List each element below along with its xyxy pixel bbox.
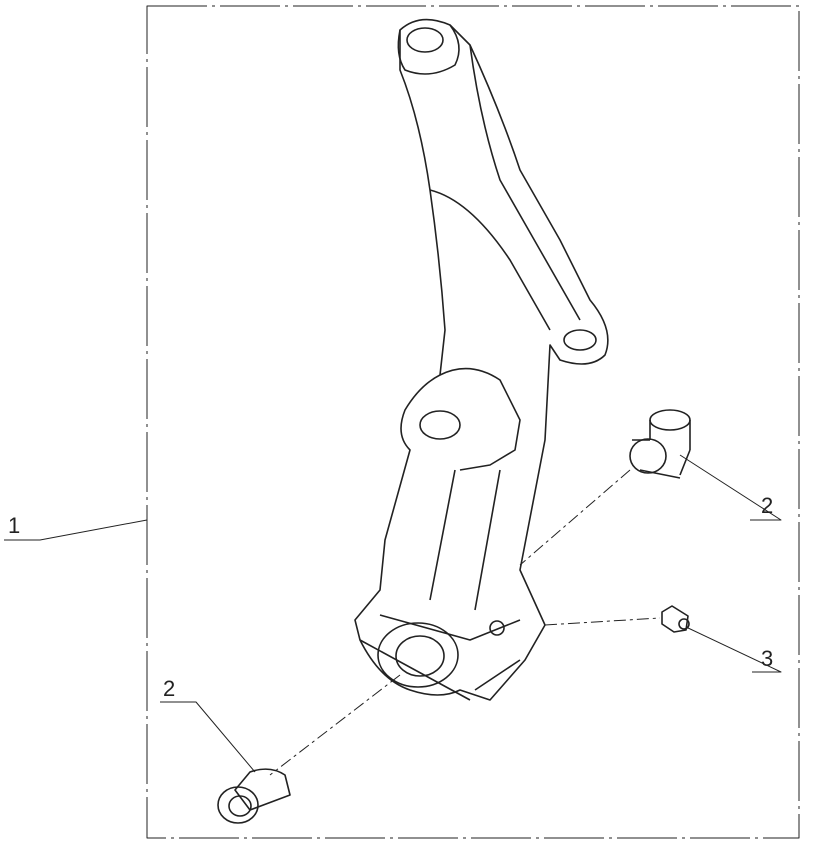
bushing-upper: [629, 409, 691, 479]
callout-label-2-lower: 2: [163, 676, 176, 701]
grease-nipple: [661, 605, 690, 633]
callout-label-2-upper: 2: [761, 493, 774, 518]
callout-label-3: 3: [761, 646, 774, 671]
pedal-arm: [354, 18, 609, 701]
callout-label-1: 1: [8, 513, 21, 538]
bushing-lower: [217, 768, 291, 824]
leader-lines: [4, 454, 782, 776]
assembly-frame: [146, 5, 800, 839]
